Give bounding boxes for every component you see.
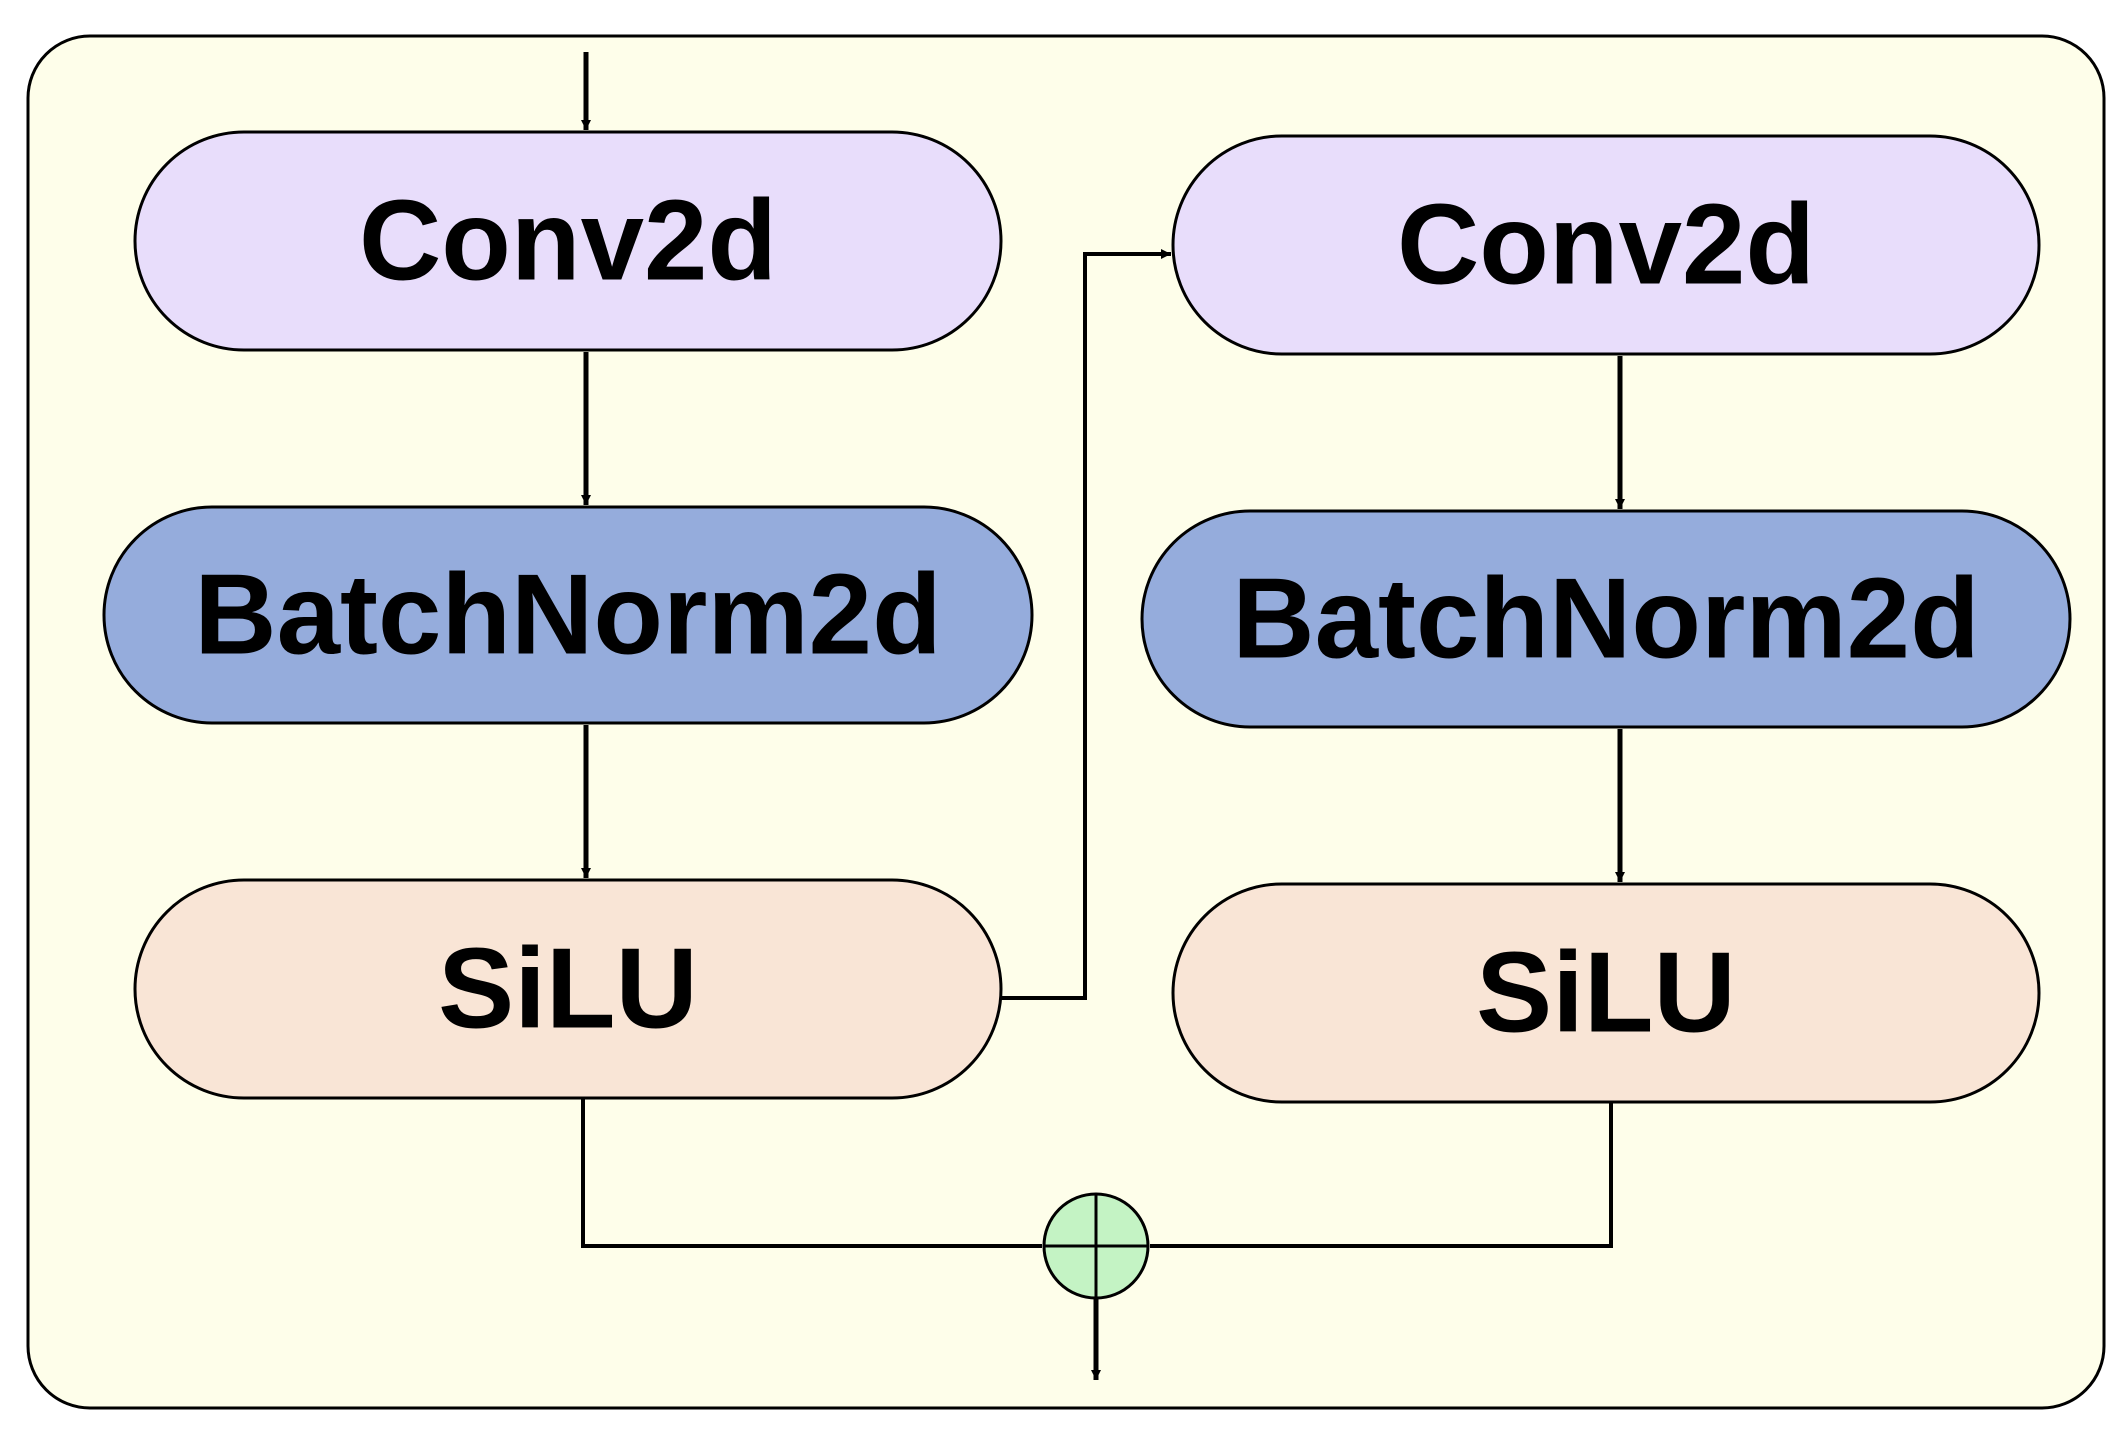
add-circle-icon bbox=[1042, 1192, 1150, 1300]
node-label-conv-left: Conv2d bbox=[359, 178, 777, 305]
node-silu-left: SiLU bbox=[133, 878, 1003, 1100]
connector-silu-right-to-add bbox=[1150, 1102, 1613, 1248]
node-label-batchnorm-left: BatchNorm2d bbox=[194, 552, 941, 679]
node-label-conv-right: Conv2d bbox=[1397, 182, 1815, 309]
node-silu-right: SiLU bbox=[1171, 882, 2041, 1104]
arrow-silu-left-to-conv-right bbox=[1001, 249, 1171, 1000]
node-label-silu-right: SiLU bbox=[1476, 930, 1736, 1057]
node-conv-left: Conv2d bbox=[133, 130, 1003, 352]
node-batchnorm-right: BatchNorm2d bbox=[1140, 509, 2072, 729]
node-conv-right: Conv2d bbox=[1171, 134, 2041, 356]
node-label-batchnorm-right: BatchNorm2d bbox=[1232, 556, 1979, 683]
node-label-silu-left: SiLU bbox=[438, 926, 698, 1053]
node-batchnorm-left: BatchNorm2d bbox=[102, 505, 1034, 725]
connector-silu-left-to-add bbox=[581, 1098, 1042, 1248]
